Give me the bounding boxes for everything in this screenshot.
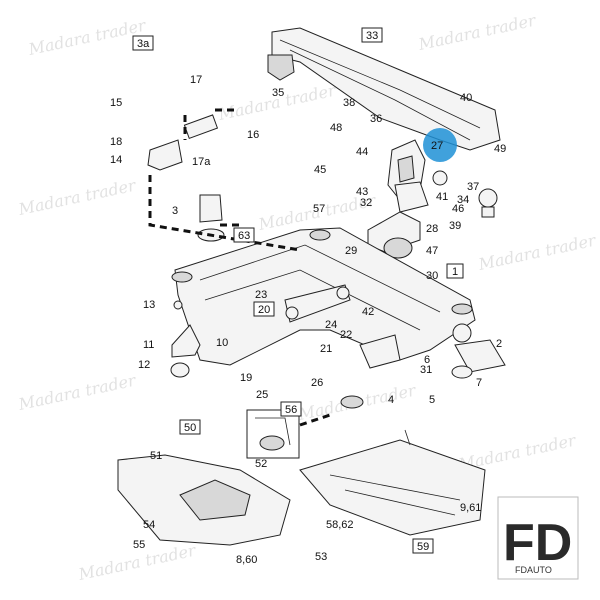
callout-label: 58,62 — [326, 519, 354, 531]
watermark: Madara trader — [476, 230, 599, 274]
boxed-label: 20 — [258, 304, 270, 316]
callout-label: 2 — [496, 338, 502, 350]
callout-label: 41 — [436, 191, 448, 203]
leader-dashes — [148, 108, 331, 427]
splash-shield-right — [299, 429, 486, 536]
callout-label: 38 — [343, 97, 355, 109]
callout-label: 17 — [190, 74, 202, 86]
callout-label: 14 — [110, 154, 122, 166]
callout-label: 12 — [138, 359, 150, 371]
torque-rod — [284, 284, 351, 323]
callout-label: 21 — [320, 343, 332, 355]
callout-label: 7 — [476, 377, 482, 389]
boxed-labels: 3a 33 63 1 20 56 50 59 — [132, 27, 464, 554]
callout-label: 15 — [110, 97, 122, 109]
callout-label: 25 — [256, 389, 268, 401]
callout-label: 22 — [340, 329, 352, 341]
callout-label: 4 — [388, 394, 394, 406]
callout-label: 53 — [315, 551, 327, 563]
highlight-marker: 27 — [423, 128, 457, 162]
boxed-label: 1 — [452, 266, 458, 278]
callout-label: 8,60 — [236, 554, 257, 566]
callout-label: 40 — [460, 92, 472, 104]
callout-label: 30 — [426, 270, 438, 282]
callout-label: 16 — [247, 129, 259, 141]
callout-label: 18 — [110, 136, 122, 148]
boxed-label: 33 — [366, 30, 378, 42]
callout-label: 48 — [330, 122, 342, 134]
callout-label: 42 — [362, 306, 374, 318]
callout-label: 49 — [494, 143, 506, 155]
callout-label: 44 — [356, 146, 368, 158]
engine-mount-assembly — [387, 139, 498, 218]
callout-label: 6 — [424, 354, 430, 366]
callout-label: 5 — [429, 394, 435, 406]
callout-label: 45 — [314, 164, 326, 176]
logo-mark: FD — [503, 514, 572, 572]
callout-label: 46 — [452, 203, 464, 215]
callout-label: 31 — [420, 364, 432, 376]
callout-label: 11 — [143, 339, 154, 351]
left-bracket-parts — [147, 114, 506, 409]
callout-label: 24 — [325, 319, 337, 331]
highlight-label: 27 — [431, 140, 443, 152]
callout-label: 34 — [457, 194, 469, 206]
callout-label: 29 — [345, 245, 357, 257]
callout-label: 26 — [311, 377, 323, 389]
callout-label: 37 — [467, 181, 479, 193]
watermark: Madara trader — [26, 15, 149, 59]
callout-label: 23 — [255, 289, 267, 301]
watermark: Madara trader — [16, 175, 139, 219]
callout-label: 39 — [449, 220, 461, 232]
callout-label: 32 — [360, 197, 372, 209]
boxed-label: 59 — [417, 541, 429, 553]
callout-label: 54 — [143, 519, 155, 531]
watermark: Madara trader — [16, 370, 139, 414]
logo-caption: FDAUTO — [515, 565, 552, 575]
boxed-label: 56 — [285, 404, 297, 416]
callout-label: 47 — [426, 245, 438, 257]
callout-label: 52 — [255, 458, 267, 470]
callout-label: 28 — [426, 223, 438, 235]
callout-label: 9,61 — [460, 502, 481, 514]
boxed-label: 63 — [238, 230, 250, 242]
callout-label: 57 — [313, 203, 325, 215]
callout-label: 3 — [172, 205, 178, 217]
callout-labels: 15 18 14 17 16 17a 35 38 36 37 48 44 45 … — [110, 74, 506, 566]
detail-56 — [246, 409, 300, 459]
callout-label: 36 — [370, 113, 382, 125]
callout-label: 43 — [356, 186, 368, 198]
front-rail — [267, 27, 501, 151]
splash-shield-left — [117, 454, 291, 546]
watermark: Madara trader — [416, 10, 539, 54]
fdauto-logo: FD FDAUTO — [497, 496, 579, 580]
callout-label: 13 — [143, 299, 155, 311]
callout-label: 35 — [272, 87, 284, 99]
callout-label: 10 — [216, 337, 228, 349]
boxed-label: 3a — [137, 38, 150, 50]
callout-label: 51 — [150, 450, 162, 462]
callout-label: 19 — [240, 372, 252, 384]
callout-label: 17a — [192, 156, 211, 168]
boxed-label: 50 — [184, 422, 196, 434]
callout-label: 55 — [133, 539, 145, 551]
